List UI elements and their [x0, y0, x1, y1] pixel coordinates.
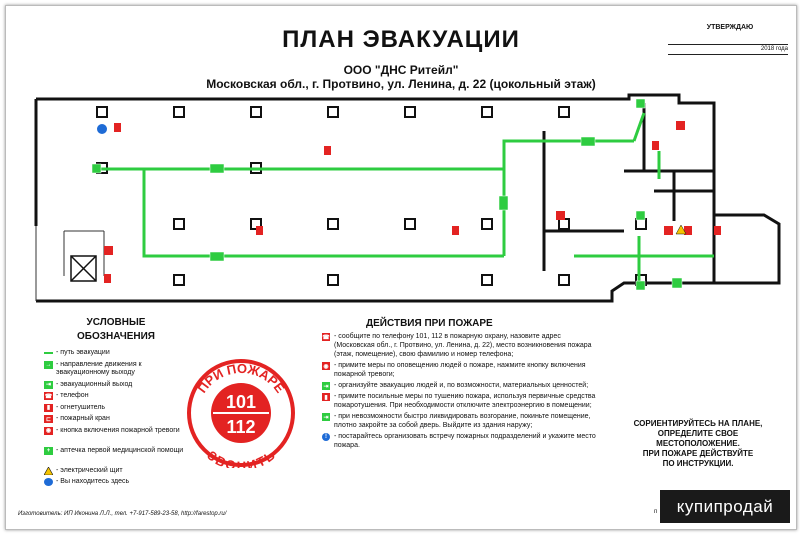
you-are-here-icon	[44, 478, 53, 486]
legend-item: → - направление движения к эвакуационном…	[44, 360, 142, 376]
orientation-note: СОРИЕНТИРУЙТЕСЬ НА ПЛАНЕ, ОПРЕДЕЛИТЕ СВО…	[633, 419, 763, 468]
fire-equipment	[104, 121, 721, 283]
legend-item: ◉ - кнопка включения пожарной тревоги	[44, 426, 180, 435]
cut-off-text: п	[654, 509, 658, 515]
fire-call-stamp: ПРИ ПОЖАРЕ ЗВОНИТЬ 101 112	[187, 359, 295, 468]
arrow-right-icon: →	[44, 360, 53, 369]
exit-signs	[91, 98, 683, 291]
legend-item: - путь эвакуации	[44, 349, 184, 361]
phone-icon: ☎	[44, 392, 53, 400]
evac-exit-icon: ⇥	[322, 382, 330, 390]
approve-label: УТВЕРЖДАЮ	[706, 24, 754, 31]
legend-item: ⊏ - пожарный кран	[44, 415, 110, 423]
floor-plan	[34, 93, 781, 303]
walls	[34, 93, 781, 303]
approve-date-line: 2018 года	[668, 46, 788, 55]
action-item: ! - постарайтесь организовать встречу по…	[322, 432, 600, 450]
company-name: ООО "ДНС Ритейл"	[343, 63, 459, 77]
page-title: ПЛАН ЭВАКУАЦИИ	[282, 26, 520, 53]
you-are-here-icon	[97, 124, 107, 134]
approve-signature-line	[668, 36, 788, 45]
manufacturer-note: Изготовитель: ИП Иконина Л.Л., тел. +7-9…	[18, 511, 227, 517]
legend: - путь эвакуации → - направление движени…	[44, 349, 184, 490]
thin-walls	[35, 226, 105, 301]
legend-item: ⇥ - эвакуационный выход	[44, 380, 133, 389]
extinguisher-icon: ▮	[322, 393, 330, 401]
legend-item: + - аптечка первой медицинской помощи	[44, 446, 184, 467]
legend-item: ☎ - телефон	[44, 392, 89, 400]
action-item: ⇥ - при невозможности быстро ликвидирова…	[322, 413, 591, 429]
info-icon: !	[322, 433, 330, 441]
evac-exit-icon: ⇥	[44, 380, 53, 389]
evacuation-plan-poster: ПЛАН ЭВАКУАЦИИ ООО "ДНС Ритейл" Московск…	[5, 5, 797, 530]
address: Московская обл., г. Протвино, ул. Ленина…	[206, 77, 596, 91]
action-item: ☎ - сообщите по телефону 101, 112 в пожа…	[322, 333, 592, 358]
watermark-badge: купипродай	[660, 490, 790, 523]
legend-title: УСЛОВНЫЕ ОБОЗНАЧЕНИЯ	[77, 317, 155, 342]
alarm-button-icon: ◉	[322, 362, 330, 370]
action-item: ◉ - примите меры по оповещению людей о п…	[322, 362, 586, 378]
first-aid-icon: +	[44, 446, 53, 455]
evac-exit-icon: ⇥	[322, 413, 330, 421]
alarm-button-icon: ◉	[44, 426, 53, 435]
action-item: ▮ - примите посильные меры по тушению по…	[322, 392, 600, 410]
action-item: ⇥ - организуйте эвакуацию людей и, по во…	[322, 382, 589, 390]
legend-item: ▮ - огнетушитель	[44, 403, 184, 416]
evac-path-line	[44, 349, 53, 357]
extinguisher-icon: ▮	[44, 403, 53, 412]
electric-panel-icon	[44, 466, 53, 475]
columns	[96, 106, 647, 286]
legend-item: - Вы находитесь здесь	[44, 478, 184, 490]
actions-list: ☎ - сообщите по телефону 101, 112 в пожа…	[322, 332, 600, 452]
stamp-number-2: 112	[226, 417, 255, 437]
fire-hydrant-icon: ⊏	[44, 415, 53, 423]
stamp-number-1: 101	[226, 392, 256, 412]
electric-panel	[675, 224, 687, 235]
phone-icon: ☎	[322, 333, 330, 341]
actions-title: ДЕЙСТВИЯ ПРИ ПОЖАРЕ	[366, 318, 493, 329]
legend-item: - электрический щит	[44, 466, 184, 479]
evacuation-routes	[94, 112, 714, 286]
elevator-box	[70, 255, 97, 282]
